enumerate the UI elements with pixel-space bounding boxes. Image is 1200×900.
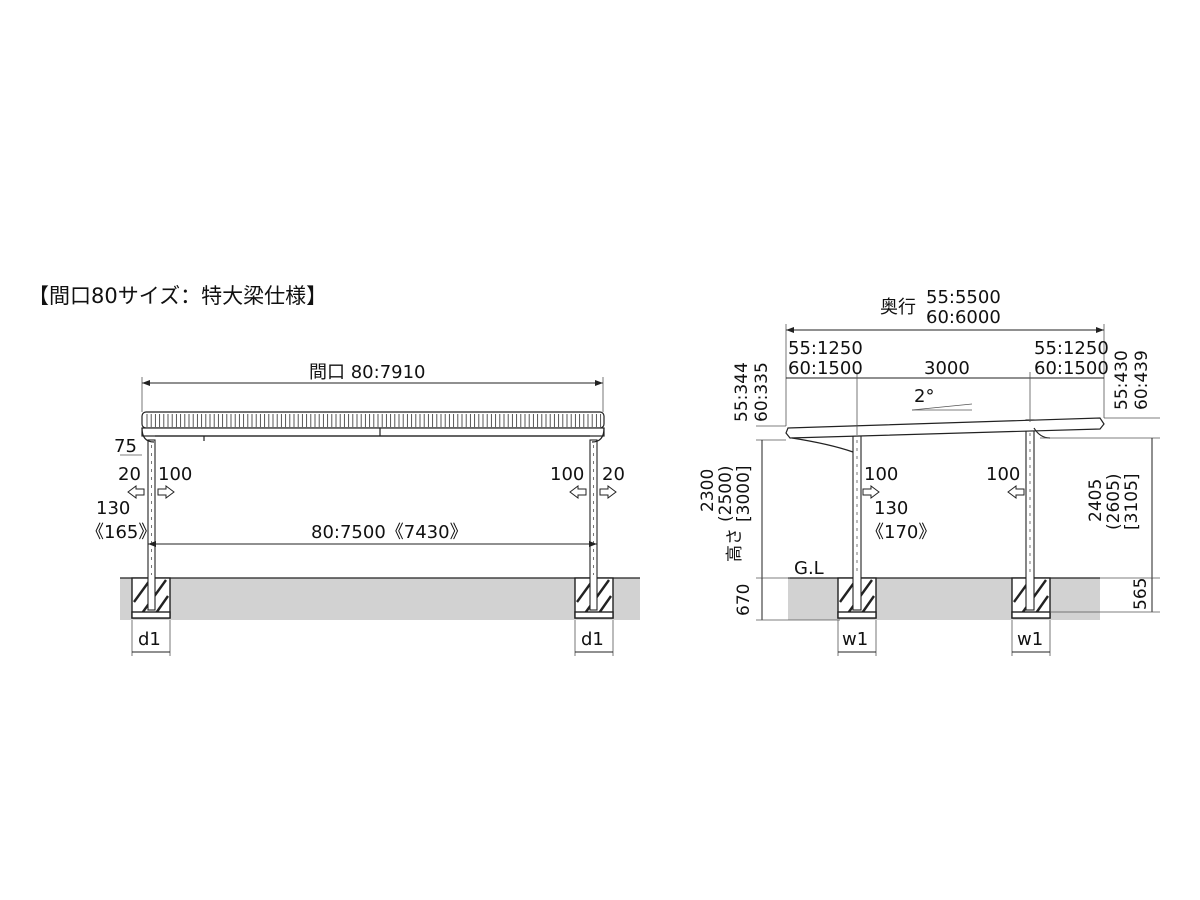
front-right-20-label: 20	[602, 464, 625, 485]
front-right-arrow-out	[599, 485, 617, 499]
side-height-2500-label: (2500)	[716, 465, 736, 522]
side-right-2605-label: (2605)	[1104, 473, 1124, 530]
front-roof	[141, 411, 605, 443]
side-overhang-right-60-label: 60:1500	[1034, 358, 1109, 379]
front-right-100-label: 100	[550, 464, 584, 485]
side-right-3105-label: [3105]	[1122, 473, 1142, 530]
side-left-roof-60-label: 60:335	[752, 362, 772, 422]
side-roof	[785, 417, 1105, 453]
side-footing-back-label: w1	[1017, 629, 1043, 650]
side-overhang-right-55-label: 55:1250	[1034, 338, 1109, 359]
side-height-3000-label: [3000]	[734, 465, 754, 522]
side-depth-55-label: 55:5500	[926, 287, 1001, 308]
side-depth-label: 奥行	[880, 297, 916, 318]
front-width-total-label: 間口 80:7910	[309, 362, 426, 383]
side-front-post-170-label: 《170》	[866, 522, 936, 543]
side-front-post-arrow	[862, 485, 880, 499]
side-gl-label: G.L	[794, 558, 824, 579]
front-left-arrow-in	[157, 485, 175, 499]
front-left-165-label: 《165》	[86, 522, 156, 543]
side-right-roof-60-label: 60:439	[1132, 350, 1152, 410]
side-right-2405-label: 2405	[1086, 479, 1106, 522]
side-ground	[788, 578, 1100, 620]
side-front-post-130-label: 130	[874, 498, 908, 519]
side-overhang-left-60-label: 60:1500	[788, 358, 863, 379]
side-footing-front-label: w1	[842, 629, 868, 650]
front-left-100-label: 100	[158, 464, 192, 485]
side-overhang-left-55-label: 55:1250	[788, 338, 863, 359]
side-right-roof-55-label: 55:430	[1112, 350, 1132, 410]
side-slope-label: 2°	[914, 386, 934, 407]
side-depth-565-label: 565	[1131, 578, 1151, 610]
side-height-2300-label: 2300	[698, 469, 718, 512]
side-left-roof-55-label: 55:344	[732, 362, 752, 422]
side-height-word-label: 高さ	[725, 528, 745, 562]
front-left-20-label: 20	[118, 464, 141, 485]
front-dim-75-label: 75	[114, 436, 137, 457]
side-depth-60-label: 60:6000	[926, 307, 1001, 328]
side-view: 奥行 55:5500 60:6000 55:1250 60:1500 3000 …	[698, 287, 1160, 656]
side-depth-670-label: 670	[734, 584, 754, 616]
side-span-center-label: 3000	[924, 358, 970, 379]
front-view: 間口 80:7910 75 20 100 100 20 130 《165》 80…	[86, 362, 640, 656]
front-footing-left-label: d1	[138, 629, 161, 650]
front-right-arrow-in	[569, 485, 587, 499]
side-front-post-100-label: 100	[864, 464, 898, 485]
front-footing-right-label: d1	[581, 629, 604, 650]
front-inner-width-label: 80:7500《7430》	[311, 522, 468, 543]
front-left-arrow-out	[127, 485, 145, 499]
front-ground	[120, 578, 640, 620]
front-left-130-label: 130	[96, 498, 130, 519]
side-back-post-arrow	[1007, 485, 1025, 499]
drawing-title: 【間口80サイズ：特大梁仕様】	[28, 284, 327, 308]
side-back-post-100-label: 100	[986, 464, 1020, 485]
